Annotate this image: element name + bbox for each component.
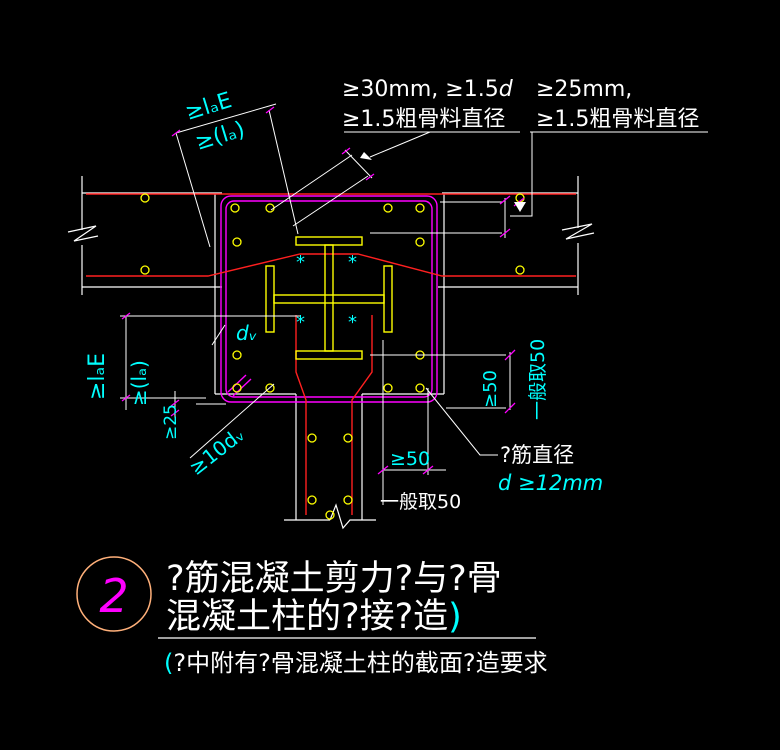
stud-marker: * — [296, 252, 305, 273]
label-cover-top-right-2: ≥1.5粗骨料直径 — [536, 107, 699, 132]
rebar-dot — [232, 237, 242, 247]
dimension-tick — [341, 147, 351, 155]
title-line-1: ?筋混凝土剪力?与?骨 — [166, 559, 502, 599]
label-lae-left: ≥lₐE — [85, 353, 110, 400]
stud-marker: * — [348, 252, 357, 273]
rebar-dot — [307, 495, 317, 505]
stud-marker: * — [296, 312, 305, 333]
dimension-tick — [377, 465, 389, 475]
title-line-2: 混凝土柱的?接?造) — [166, 597, 462, 637]
dimension-tick — [121, 394, 131, 402]
rebar-dot — [140, 193, 150, 203]
rebar-dot — [415, 237, 425, 247]
label-lae-top: ≥lₐE — [182, 88, 234, 126]
dimension-tick — [121, 312, 131, 320]
rebars-red — [86, 193, 576, 515]
label-cover-top-right-1: ≥25mm, — [536, 77, 632, 102]
label-rebar-diameter: ?筋直径 — [500, 443, 574, 467]
dimension-tick — [365, 173, 375, 181]
rebar-dot — [515, 265, 525, 275]
rebar-dot — [383, 203, 393, 213]
rebar-dot — [230, 203, 240, 213]
rebar-dot — [140, 265, 150, 275]
detail-number: 2 — [99, 569, 128, 623]
label-cover-top-left-2: ≥1.5粗骨料直径 — [342, 107, 505, 132]
detail-number-circle — [76, 556, 152, 632]
dimension-ticks — [121, 106, 525, 475]
rebar-dot — [265, 203, 275, 213]
rebar-dot — [232, 350, 242, 360]
label-ge25: ≥25 — [161, 404, 181, 440]
label-ge50-bottom: ≥50 — [390, 448, 430, 470]
rebar-dot — [325, 510, 335, 520]
rebar-dot — [265, 383, 275, 393]
stirrups — [220, 195, 438, 403]
dimension-tick — [504, 349, 516, 361]
label-la-top: ≥(lₐ) — [192, 117, 247, 156]
steel-h-section — [265, 236, 393, 360]
label-cover-top-left-1: ≥30mm, ≥1.5d — [342, 77, 514, 102]
dimension-tick — [499, 195, 511, 205]
label-ge10dv: ≥10dᵥ — [184, 422, 249, 480]
dimension-tick — [265, 106, 275, 114]
rebar-dot — [307, 433, 317, 443]
arrows — [360, 152, 526, 212]
rebar-dot — [343, 495, 353, 505]
label-la-left: ≥(lₐ) — [127, 360, 151, 406]
dimension-tick — [499, 228, 511, 238]
dimension-lines — [120, 103, 708, 505]
dimension-tick — [170, 409, 180, 417]
label-yiban50-bottom: 一般取50 — [380, 491, 461, 513]
dimension-tick — [504, 402, 516, 414]
label-dv: dᵥ — [236, 321, 257, 345]
label-rebar-diameter-value: d ≥12mm — [498, 471, 603, 495]
rebar-dot — [232, 383, 242, 393]
label-ge50-right: ≥50 — [480, 370, 501, 408]
rebar-dot — [415, 383, 425, 393]
label-yiban50-right: 一般取50 — [527, 339, 549, 420]
rebar-dot — [343, 433, 353, 443]
dimension-tick — [422, 465, 434, 475]
dimension-tick — [170, 399, 180, 407]
title-subtitle: (?中附有?骨混凝土柱的截面?造要求 — [164, 649, 548, 677]
stud-marker: * — [348, 312, 357, 333]
rebar-dot — [415, 203, 425, 213]
dimension-tick — [171, 129, 181, 137]
rebar-dot — [383, 383, 393, 393]
